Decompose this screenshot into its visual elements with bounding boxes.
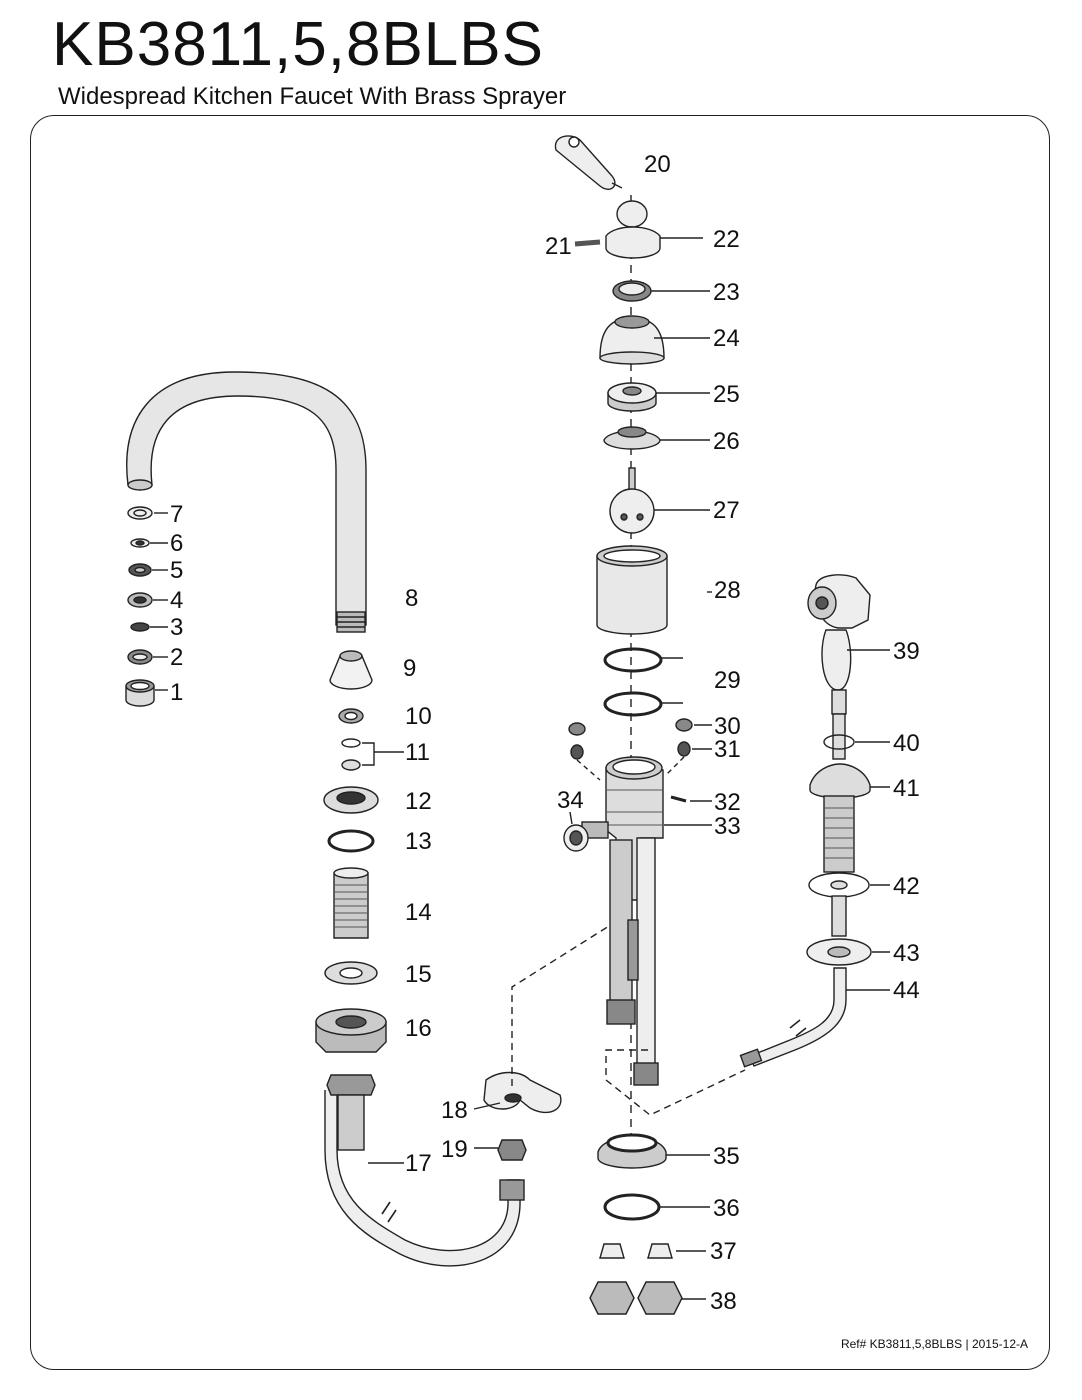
- part-label-2: 2: [170, 644, 183, 671]
- part-label-22: 22: [713, 226, 740, 253]
- seat-right: [675, 718, 693, 732]
- part-label-21: 21: [545, 233, 572, 260]
- part-label-38: 38: [710, 1288, 737, 1315]
- aerator-parts: [125, 506, 155, 707]
- part-label-5: 5: [170, 557, 183, 584]
- sprayer-base: [809, 763, 871, 799]
- part-label-6: 6: [170, 530, 183, 557]
- part-label-7: 7: [170, 501, 183, 528]
- spring-right: [677, 741, 691, 757]
- part-label-34: 34: [557, 787, 584, 814]
- part-label-17: 17: [405, 1150, 432, 1177]
- part-label-44: 44: [893, 977, 920, 1004]
- part-label-37: 37: [710, 1238, 737, 1265]
- limit-stop-nut: [497, 1139, 527, 1161]
- sprayer-hose-upper: [832, 713, 846, 760]
- valve-gasket: [603, 1193, 661, 1221]
- part-label-19: 19: [441, 1136, 468, 1163]
- spring-left: [570, 744, 584, 760]
- spout-tip: [127, 479, 153, 491]
- spout-gasket: [327, 829, 375, 853]
- part-label-18: 18: [441, 1097, 468, 1124]
- part-label-15: 15: [405, 961, 432, 988]
- part-label-40: 40: [893, 730, 920, 757]
- part-label-3: 3: [170, 614, 183, 641]
- part-label-43: 43: [893, 940, 920, 967]
- spout-o-ring-lower: [341, 759, 361, 771]
- compression-sleeves: [599, 1243, 673, 1259]
- part-label-13: 13: [405, 828, 432, 855]
- part-label-10: 10: [405, 703, 432, 730]
- ball-valve: [609, 488, 655, 534]
- diverter: [563, 821, 609, 852]
- part-label-24: 24: [713, 325, 740, 352]
- part-label-26: 26: [713, 428, 740, 455]
- seat-left: [568, 722, 586, 736]
- part-label-36: 36: [713, 1195, 740, 1222]
- body-o-ring-lower: [603, 691, 663, 717]
- part-label-1: 1: [170, 679, 183, 706]
- part-label-16: 16: [405, 1015, 432, 1042]
- limit-stop-plate: [483, 1071, 562, 1113]
- outlet-tube: [636, 837, 656, 1069]
- part-label-28: 28: [714, 577, 741, 604]
- part-label-42: 42: [893, 873, 920, 900]
- spout-nut: [329, 655, 373, 690]
- handle-lever: [554, 135, 616, 190]
- part-label-20: 20: [644, 151, 671, 178]
- part-label-35: 35: [713, 1143, 740, 1170]
- spout-o-ring-upper: [341, 738, 361, 748]
- part-label-30: 30: [714, 713, 741, 740]
- part-label-39: 39: [893, 638, 920, 665]
- valve-sleeve: [596, 555, 668, 635]
- part-label-33: 33: [714, 813, 741, 840]
- part-label-14: 14: [405, 899, 432, 926]
- diagram-frame: [30, 115, 1050, 1370]
- part-label-31: 31: [714, 736, 741, 763]
- part-label-4: 4: [170, 587, 183, 614]
- product-subtitle: Widespread Kitchen Faucet With Brass Spr…: [58, 83, 567, 110]
- part-label-29: 29: [714, 667, 741, 694]
- sprayer-o-ring: [823, 734, 855, 750]
- part-label-32: 32: [714, 789, 741, 816]
- part-label-8: 8: [405, 585, 418, 612]
- model-number: KB3811,5,8BLBS: [52, 10, 544, 79]
- spout-gooseneck: [126, 371, 367, 626]
- body-o-ring-upper: [603, 647, 663, 673]
- part-label-9: 9: [403, 655, 416, 682]
- sprayer-head: [807, 574, 871, 715]
- compression-nuts: [589, 1281, 683, 1315]
- sprayer-hose: [749, 967, 847, 1067]
- part-label-23: 23: [713, 279, 740, 306]
- part-label-25: 25: [713, 381, 740, 408]
- part-label-27: 27: [713, 497, 740, 524]
- part-label-12: 12: [405, 788, 432, 815]
- sprayer-shank: [823, 795, 855, 873]
- part-label-11: 11: [405, 739, 430, 766]
- part-label-41: 41: [893, 775, 920, 802]
- reference-number: Ref# KB3811,5,8BLBS | 2015-12-A: [840, 1337, 1028, 1351]
- handle-base: [605, 226, 661, 259]
